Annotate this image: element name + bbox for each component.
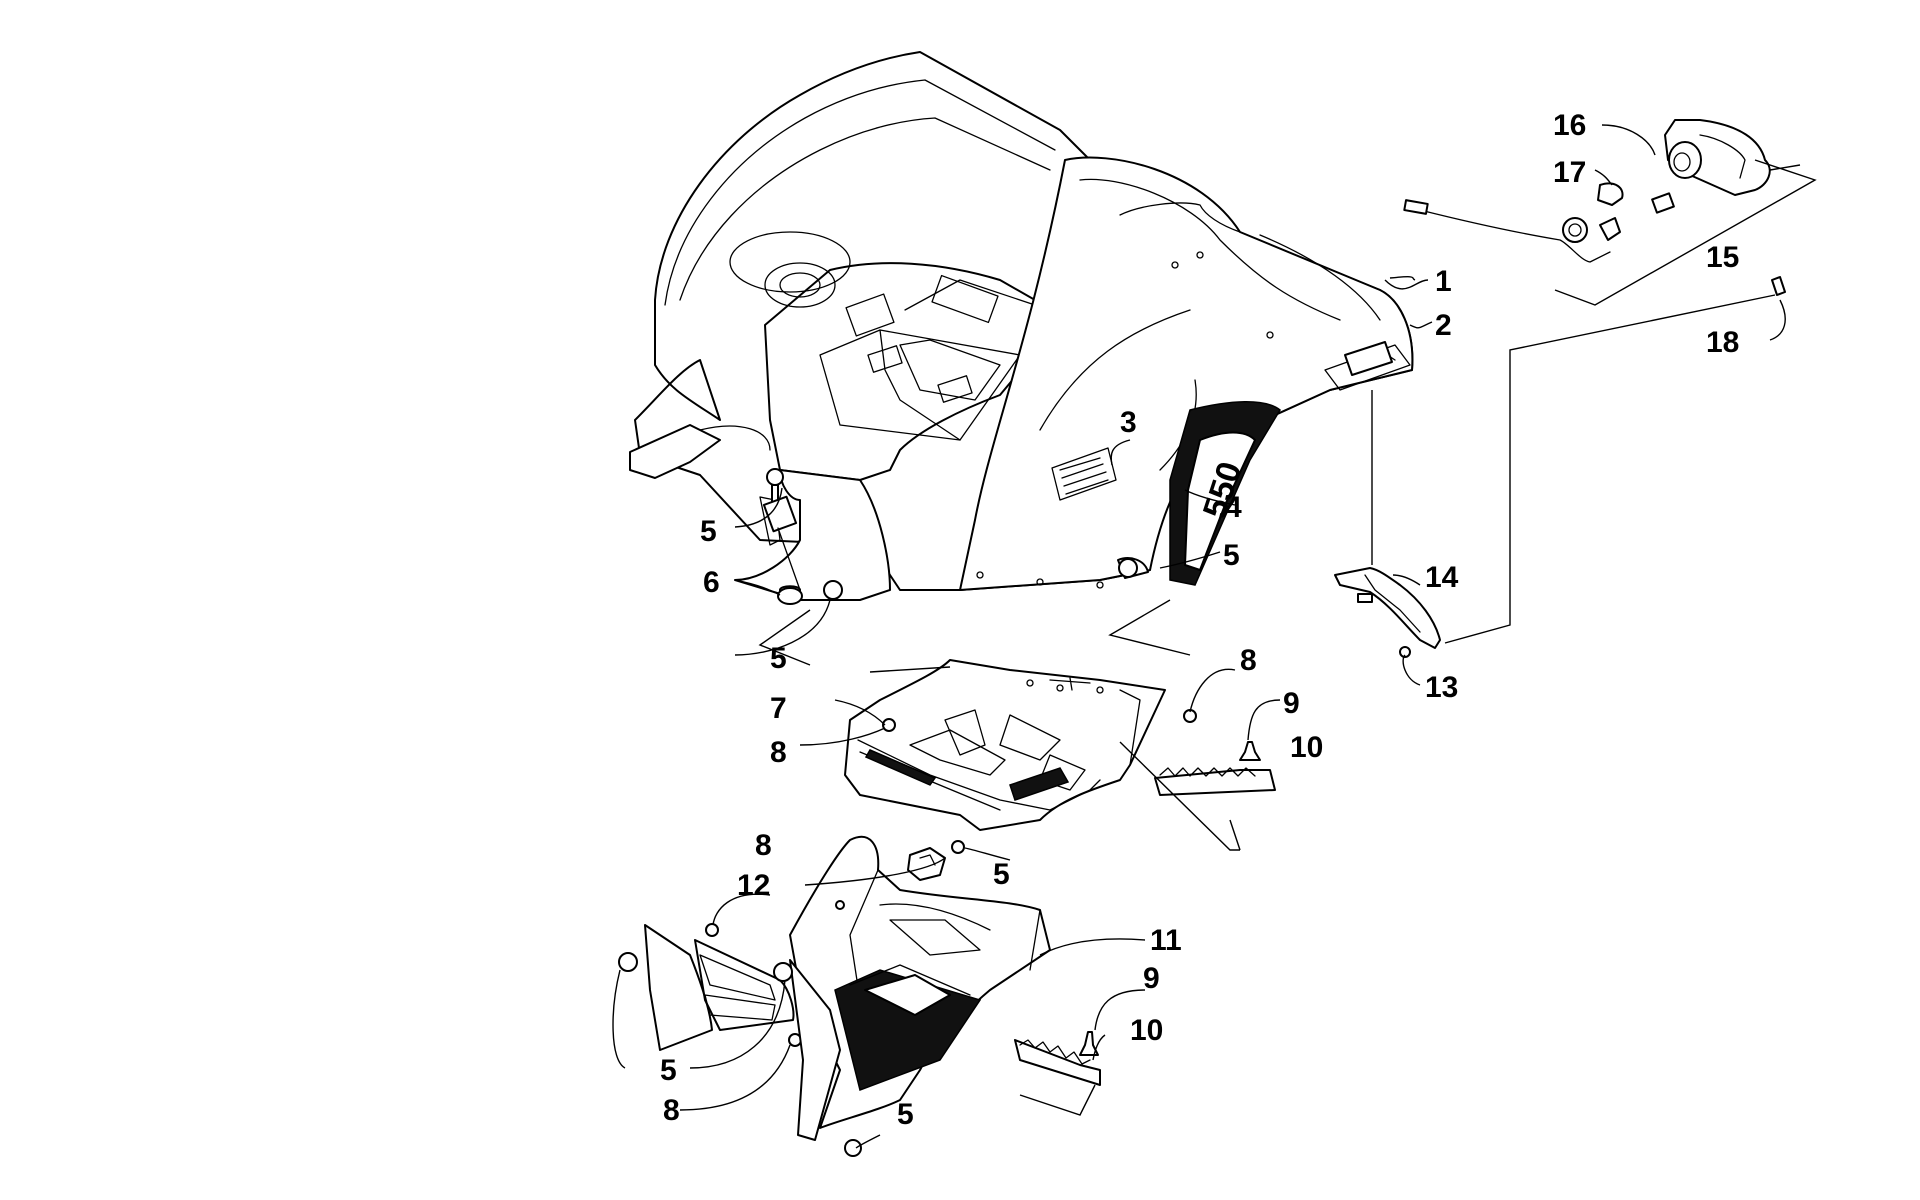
callout-1: 1 (1435, 265, 1452, 298)
callout-16: 16 (1553, 109, 1586, 142)
spacer-part (835, 840, 965, 910)
callout-5-spacer: 5 (993, 858, 1010, 891)
callout-10-lower: 10 (1130, 1014, 1163, 1047)
callout-9-lower: 9 (1143, 962, 1160, 995)
callout-4: 4 (1225, 491, 1242, 524)
leader-lines (758, 159, 1817, 1116)
grommet-fasteners (762, 468, 1149, 605)
callout-12: 12 (737, 869, 770, 902)
callout-13: 13 (1425, 671, 1458, 704)
taillight-assembly (1403, 119, 1786, 296)
callout-14: 14 (1425, 561, 1459, 594)
callout-8-lower-bottom: 8 (663, 1094, 680, 1127)
callout-5-bottom: 5 (897, 1098, 914, 1131)
callout-8-upper-right: 8 (1240, 644, 1257, 677)
footrest-grip-upper (1154, 741, 1276, 796)
rear-reflector (1344, 341, 1393, 376)
callout-17: 17 (1553, 156, 1586, 189)
callout-5-body-left: 5 (700, 515, 717, 548)
callout-2: 2 (1435, 309, 1452, 342)
callout-5-body-right: 5 (1223, 539, 1240, 572)
callout-15: 15 (1706, 241, 1739, 274)
rear-body-panel (629, 51, 1414, 601)
callout-6: 6 (703, 566, 720, 599)
callout-10-upper: 10 (1290, 731, 1323, 764)
callout-9-upper: 9 (1283, 687, 1300, 720)
callout-3: 3 (1120, 406, 1137, 439)
callout-7: 7 (770, 692, 787, 725)
callout-11: 11 (1150, 924, 1182, 957)
callout-leaders (612, 124, 1786, 1149)
side-decal: 550 (1169, 401, 1281, 586)
callout-8-upper-left: 8 (770, 736, 787, 769)
callout-8-lower-top: 8 (755, 829, 772, 862)
callout-5-body-lower: 5 (770, 642, 787, 675)
footrest-grip-lower (1014, 1031, 1101, 1086)
rear-footwell (844, 659, 1166, 831)
reflector-bracket (1334, 567, 1441, 658)
warning-label (1051, 447, 1117, 501)
callout-18: 18 (1706, 326, 1739, 359)
callout-numbers: 1 2 3 4 5 5 5 5 5 5 5 6 7 8 8 8 8 9 9 10… (660, 109, 1739, 1131)
lower-nuts (618, 952, 862, 1157)
callout-5-lower-left: 5 (660, 1054, 677, 1087)
front-footwell (644, 835, 1051, 1141)
